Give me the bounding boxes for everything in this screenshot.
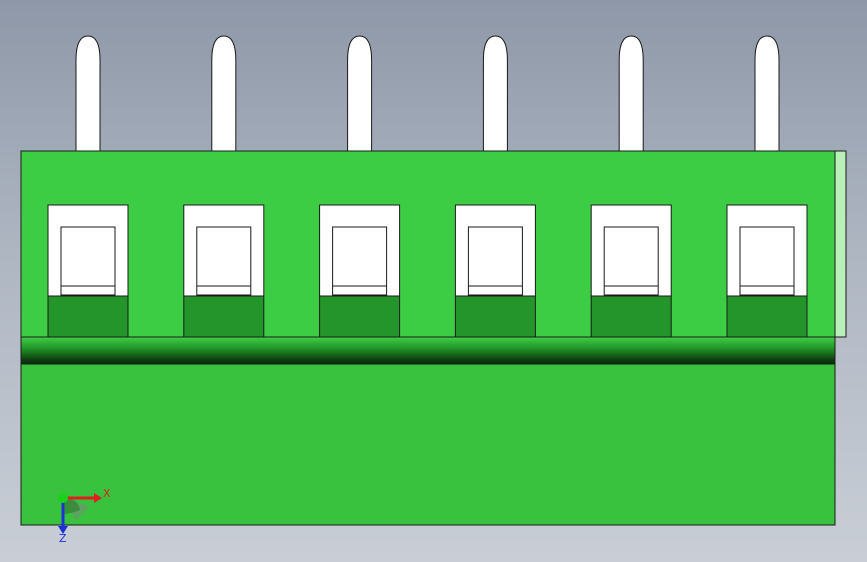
body-lower-face[interactable]	[20, 363, 836, 526]
body-upper-face[interactable]	[20, 150, 836, 338]
wire-opening-2[interactable]	[183, 204, 265, 338]
pin-4	[482, 35, 508, 153]
pin-5	[618, 35, 644, 153]
pin-6	[754, 35, 780, 153]
body-side-face	[833, 150, 847, 338]
y-axis-dot	[58, 493, 68, 503]
clamp-screw-5[interactable]	[590, 295, 672, 338]
wire-opening-6[interactable]	[726, 204, 808, 338]
body-ridge	[20, 336, 836, 365]
clamp-screw-3[interactable]	[319, 295, 401, 338]
z-axis-label: Z	[59, 532, 67, 544]
clamp-screw-2[interactable]	[183, 295, 265, 338]
pin-3	[347, 35, 373, 153]
clamp-screw-4[interactable]	[454, 295, 536, 338]
wire-opening-5[interactable]	[590, 204, 672, 338]
wire-opening-4[interactable]	[454, 204, 536, 338]
coordinate-triad-icon: X Z	[58, 487, 111, 544]
clamp-screw-6[interactable]	[726, 295, 808, 338]
wire-openings-group	[47, 204, 808, 338]
pin-1	[75, 35, 101, 153]
wire-opening-3[interactable]	[319, 204, 401, 338]
pin-2	[211, 35, 237, 153]
clamp-screw-1[interactable]	[47, 295, 129, 338]
x-axis-label: X	[103, 487, 111, 500]
wire-opening-1[interactable]	[47, 204, 129, 338]
pins-group	[75, 35, 780, 153]
